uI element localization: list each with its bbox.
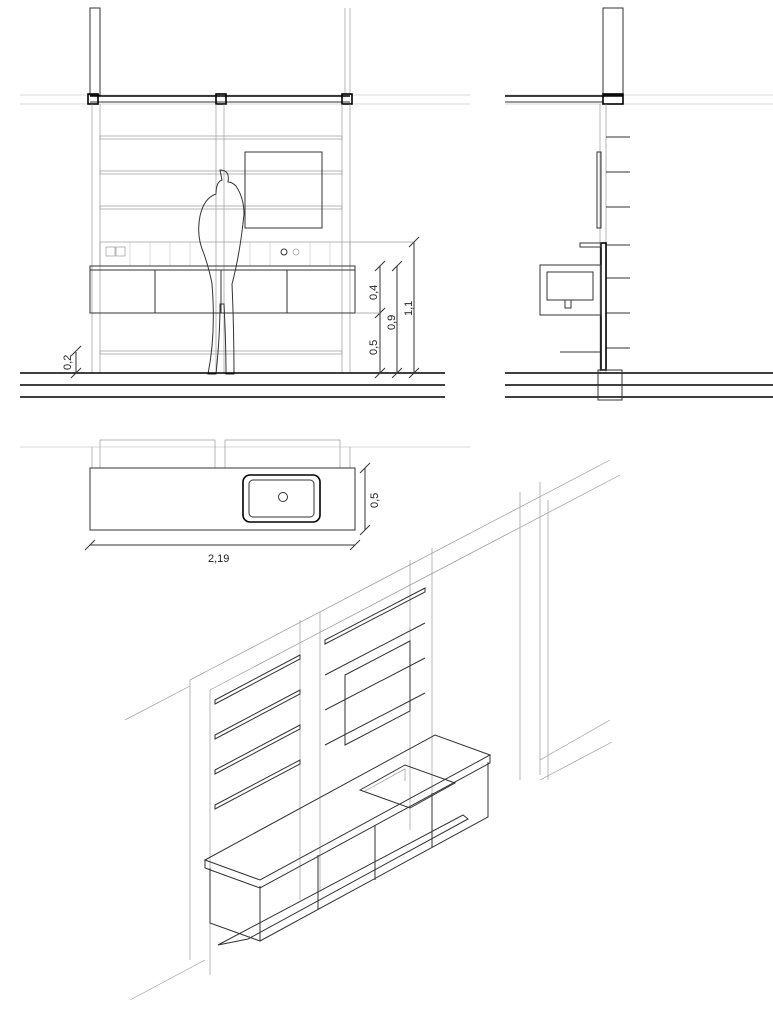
axo-lower-shelf [217, 814, 469, 946]
axo-shelves [214, 587, 426, 810]
backsplash-tiles [99, 241, 351, 267]
axo-sink [358, 764, 457, 809]
dim-backsplash-top-height: 1,1 [403, 301, 415, 316]
dim-counter-base-height: 0,5 [368, 340, 380, 355]
dim-counter-total-height: 0,9 [386, 315, 398, 330]
mirror-section [596, 151, 602, 229]
side-section [505, 7, 773, 401]
plan-view: 0,5 2,19 [20, 439, 470, 565]
faucet [280, 248, 288, 256]
countertop-plan [89, 467, 356, 531]
axo-cabinet [209, 762, 489, 942]
vanity-cabinet [89, 269, 356, 314]
shelves [99, 135, 343, 355]
outlet [105, 246, 116, 257]
sink-plan [242, 474, 321, 523]
dim-cabinet-height: 0,4 [368, 285, 380, 300]
backsplash-section [600, 242, 607, 371]
drain [278, 492, 288, 502]
dim-depth: 0,5 [369, 493, 381, 508]
human-silhouette [198, 169, 245, 375]
vanity-section [539, 264, 602, 316]
dimension-lines [70, 236, 420, 379]
axonometric-view [124, 459, 621, 1001]
mirror [244, 151, 323, 229]
countertop [89, 265, 356, 271]
wall-left [89, 7, 101, 96]
front-elevation: 0,2 0,4 0,5 0,9 1,1 [20, 7, 470, 398]
shelf-plan-right [224, 439, 341, 469]
dim-plinth-height: 0,2 [62, 355, 74, 370]
shelf-plan-left [99, 439, 216, 469]
axo-mirror [344, 640, 411, 746]
dim-width: 2,19 [208, 553, 229, 565]
